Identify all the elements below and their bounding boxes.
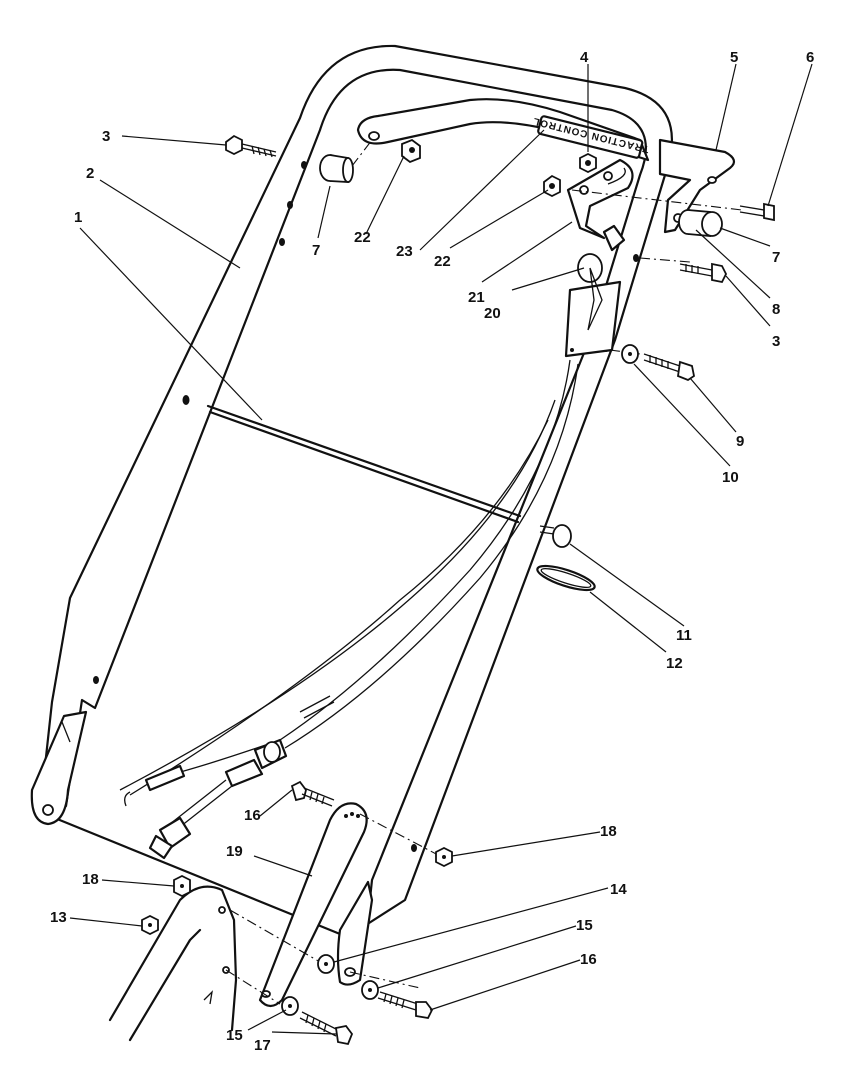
knob-11 <box>539 524 572 548</box>
callout-18-right: 18 <box>600 823 617 840</box>
callout-13: 13 <box>50 909 67 926</box>
bolt-3-left <box>225 134 277 158</box>
mower-bracket <box>108 885 238 1042</box>
washer-15-left <box>281 996 299 1016</box>
bolt-17 <box>299 1011 354 1046</box>
callout-14: 14 <box>610 881 627 898</box>
callout-20: 20 <box>484 305 501 322</box>
callout-3-right: 3 <box>772 333 780 350</box>
callout-18-left: 18 <box>82 871 99 888</box>
nut-4 <box>579 152 597 174</box>
bolt-16-lower <box>377 991 434 1019</box>
bushing-7-right <box>678 209 723 237</box>
callout-6: 6 <box>806 49 814 66</box>
callout-2: 2 <box>86 165 94 182</box>
callout-22-left: 22 <box>354 229 371 246</box>
nut-18-right <box>435 846 453 868</box>
washer-15-right <box>361 980 379 1000</box>
callout-labels: 1 2 3 3 4 5 6 7 7 8 9 10 11 12 13 14 15 … <box>50 49 814 1054</box>
callout-9: 9 <box>736 433 744 450</box>
bolt-16-upper <box>290 780 335 807</box>
nut-22-left <box>401 138 421 164</box>
callout-15-right: 15 <box>576 917 593 934</box>
bolt-9 <box>643 353 696 382</box>
callout-19: 19 <box>226 843 243 860</box>
screw-6 <box>739 202 775 222</box>
callout-1: 1 <box>74 209 82 226</box>
callout-10: 10 <box>722 469 739 486</box>
callout-8: 8 <box>772 301 780 318</box>
callout-15-left: 15 <box>226 1027 243 1044</box>
callout-12: 12 <box>666 655 683 672</box>
clip-12 <box>536 564 596 592</box>
callout-16-lower: 16 <box>580 951 597 968</box>
callout-4: 4 <box>580 49 589 66</box>
callout-7-right: 7 <box>772 249 780 266</box>
bolt-3-right <box>679 262 728 284</box>
crossbar-rod <box>206 404 522 524</box>
callout-21: 21 <box>468 289 485 306</box>
callout-3-left: 3 <box>102 128 110 145</box>
washer-10 <box>621 344 639 364</box>
washer-14 <box>317 954 335 974</box>
callout-17: 17 <box>254 1037 271 1054</box>
callout-16-upper: 16 <box>244 807 261 824</box>
bushing-7-left <box>319 154 354 183</box>
callout-7-left: 7 <box>312 242 320 259</box>
nut-18-left <box>173 874 191 898</box>
callout-11: 11 <box>676 627 692 644</box>
upper-bracket <box>658 138 736 234</box>
callout-5: 5 <box>730 49 738 66</box>
callout-23: 23 <box>396 243 413 260</box>
control-cable <box>119 359 579 860</box>
control-plate <box>566 158 634 240</box>
hardware <box>141 134 775 1046</box>
alignment-centerlines <box>225 139 743 1005</box>
callout-22-right: 22 <box>434 253 451 270</box>
lower-link <box>258 802 368 1008</box>
nut-22-right <box>543 174 561 198</box>
leader-lines <box>69 63 813 1035</box>
nut-13 <box>141 914 159 936</box>
